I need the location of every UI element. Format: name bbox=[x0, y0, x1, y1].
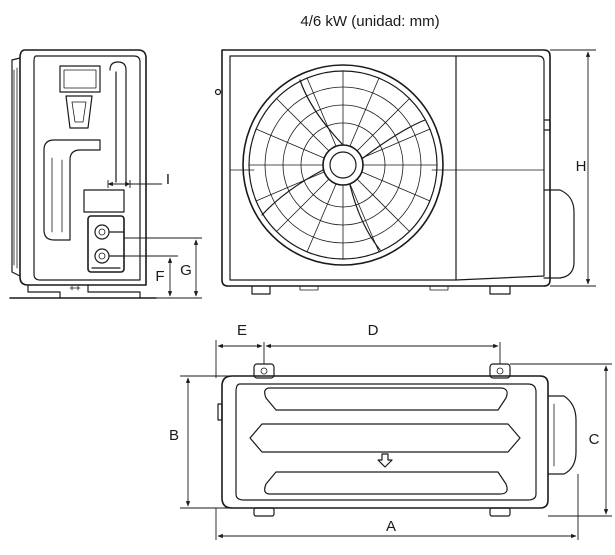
dimension-label-E: E bbox=[237, 322, 247, 339]
dimension-label-A: A bbox=[386, 518, 396, 535]
dimension-label-G: G bbox=[180, 262, 192, 279]
fan-guard-spokes bbox=[248, 70, 438, 260]
dimension-label-F: F bbox=[155, 268, 164, 285]
dimension-label-C: C bbox=[589, 431, 600, 448]
front-view: H bbox=[214, 49, 596, 295]
top-view: D E B C A bbox=[169, 322, 612, 540]
side-view: I F G bbox=[9, 49, 202, 299]
dimension-label-H: H bbox=[576, 158, 587, 175]
dimension-label-I: I bbox=[166, 171, 170, 188]
dimension-label-B: B bbox=[169, 427, 179, 444]
dimension-label-D: D bbox=[368, 322, 379, 339]
drawing-title: 4/6 kW (unidad: mm) bbox=[300, 13, 439, 30]
